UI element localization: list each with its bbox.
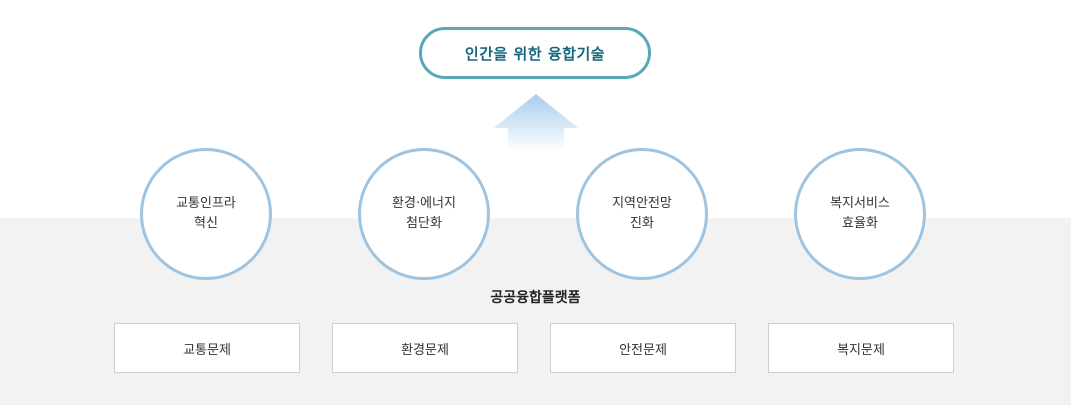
area-label: 지역안전망 진화 xyxy=(612,196,672,231)
problem-label: 교통문제 xyxy=(183,342,231,358)
problem-label: 환경문제 xyxy=(401,342,449,358)
area-label: 환경·에너지 첨단화 xyxy=(392,196,456,231)
goal-pill: 인간을 위한 융합기술 xyxy=(419,27,651,79)
problem-label: 안전문제 xyxy=(619,342,667,358)
goal-label: 인간을 위한 융합기술 xyxy=(464,44,606,63)
area-circle-welfare: 복지서비스 효율화 xyxy=(794,148,926,280)
problem-box-environment: 환경문제 xyxy=(332,323,518,373)
area-circle-safety: 지역안전망 진화 xyxy=(576,148,708,280)
problem-box-welfare: 복지문제 xyxy=(768,323,954,373)
area-label: 교통인프라 혁신 xyxy=(176,196,236,231)
problem-box-safety: 안전문제 xyxy=(550,323,736,373)
problem-box-transport: 교통문제 xyxy=(114,323,300,373)
area-circle-environment: 환경·에너지 첨단화 xyxy=(358,148,490,280)
up-arrow-icon xyxy=(494,94,578,156)
area-label: 복지서비스 효율화 xyxy=(830,196,890,231)
platform-label: 공공융합플랫폼 xyxy=(490,290,581,306)
problem-label: 복지문제 xyxy=(837,342,885,358)
area-circle-transport: 교통인프라 혁신 xyxy=(140,148,272,280)
